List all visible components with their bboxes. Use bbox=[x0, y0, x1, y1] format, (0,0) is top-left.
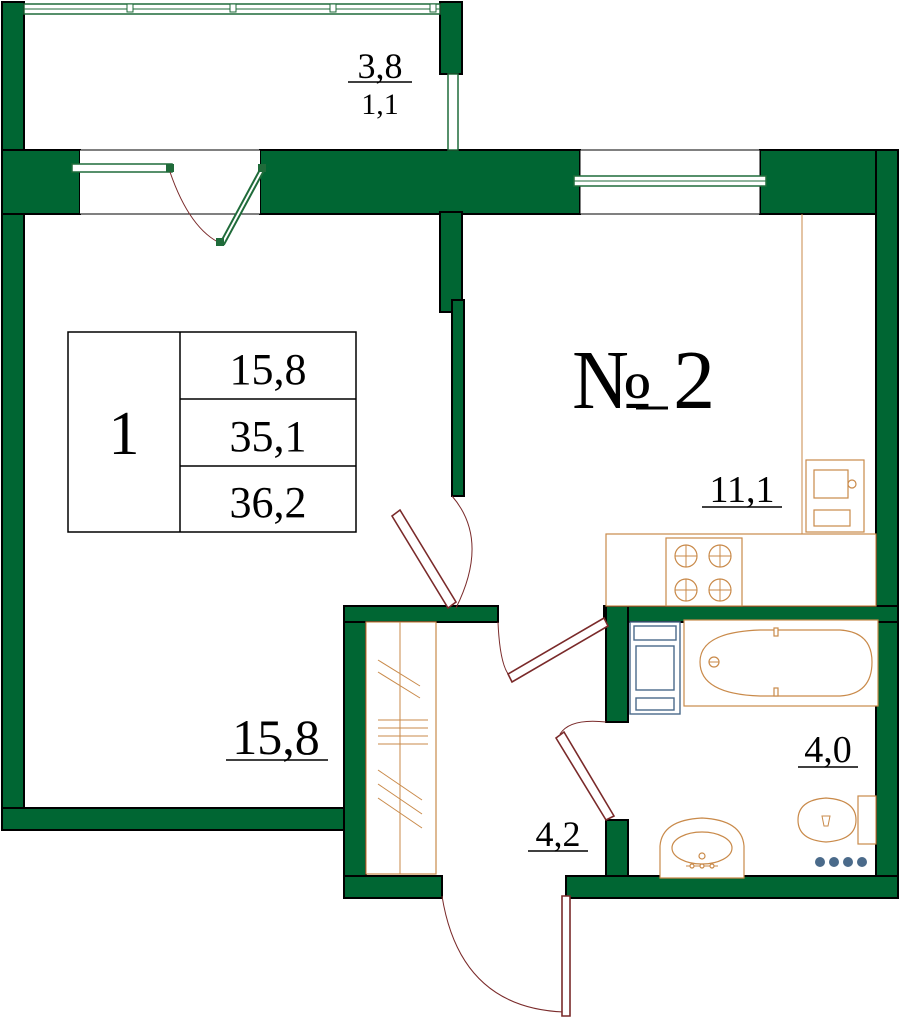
wall-hall-top bbox=[343, 605, 499, 623]
summary-total-area: 35,1 bbox=[230, 412, 307, 461]
wall-bath-bottom bbox=[565, 875, 899, 899]
toilet bbox=[797, 795, 877, 845]
balcony-area: 3,8 bbox=[358, 46, 403, 86]
room-area: 15,8 bbox=[232, 709, 320, 765]
door-entrance bbox=[441, 895, 571, 1017]
hallway-area: 4,2 bbox=[536, 814, 581, 854]
kitchen-stove bbox=[665, 537, 743, 607]
summary-total-with-balcony: 36,2 bbox=[230, 478, 307, 527]
wall-hall-left bbox=[343, 605, 367, 897]
bathroom-area: 4,0 bbox=[804, 729, 852, 771]
wall-left-outer bbox=[1, 1, 25, 829]
summary-living-area: 15,8 bbox=[230, 345, 307, 394]
wall-right-outer bbox=[875, 149, 899, 899]
kitchen-window bbox=[573, 149, 767, 215]
door-kitchen bbox=[497, 616, 610, 684]
bathtub bbox=[683, 619, 879, 707]
balcony-railing-side bbox=[447, 73, 459, 151]
wall-hall-bottom bbox=[343, 875, 443, 899]
wall-balcony-pier bbox=[439, 1, 463, 75]
rooms-count: 1 bbox=[109, 400, 140, 468]
wall-partition-room-kitchen bbox=[439, 211, 463, 313]
apartment-number: № 2 bbox=[572, 334, 715, 427]
walls bbox=[1, 1, 899, 899]
wall-room-top-left bbox=[1, 149, 81, 215]
balcony-door bbox=[71, 149, 268, 246]
washing-machine bbox=[629, 621, 681, 715]
wardrobe bbox=[365, 621, 437, 875]
wall-room-bottom bbox=[1, 807, 367, 831]
wall-room-top-mid bbox=[259, 149, 581, 215]
door-bathroom bbox=[554, 720, 616, 822]
door-room bbox=[390, 495, 473, 610]
kitchen-sink bbox=[805, 459, 865, 533]
heated-towel-rail bbox=[815, 857, 867, 867]
summary-table: 1 15,8 35,1 36,2 bbox=[67, 331, 357, 533]
balcony-reduced-area: 1,1 bbox=[361, 88, 399, 121]
wall-partition-room-kitchen-lower bbox=[451, 299, 465, 497]
kitchen-area: 11,1 bbox=[709, 469, 774, 511]
wall-bath-left-upper bbox=[605, 605, 629, 723]
washbasin bbox=[659, 817, 745, 879]
